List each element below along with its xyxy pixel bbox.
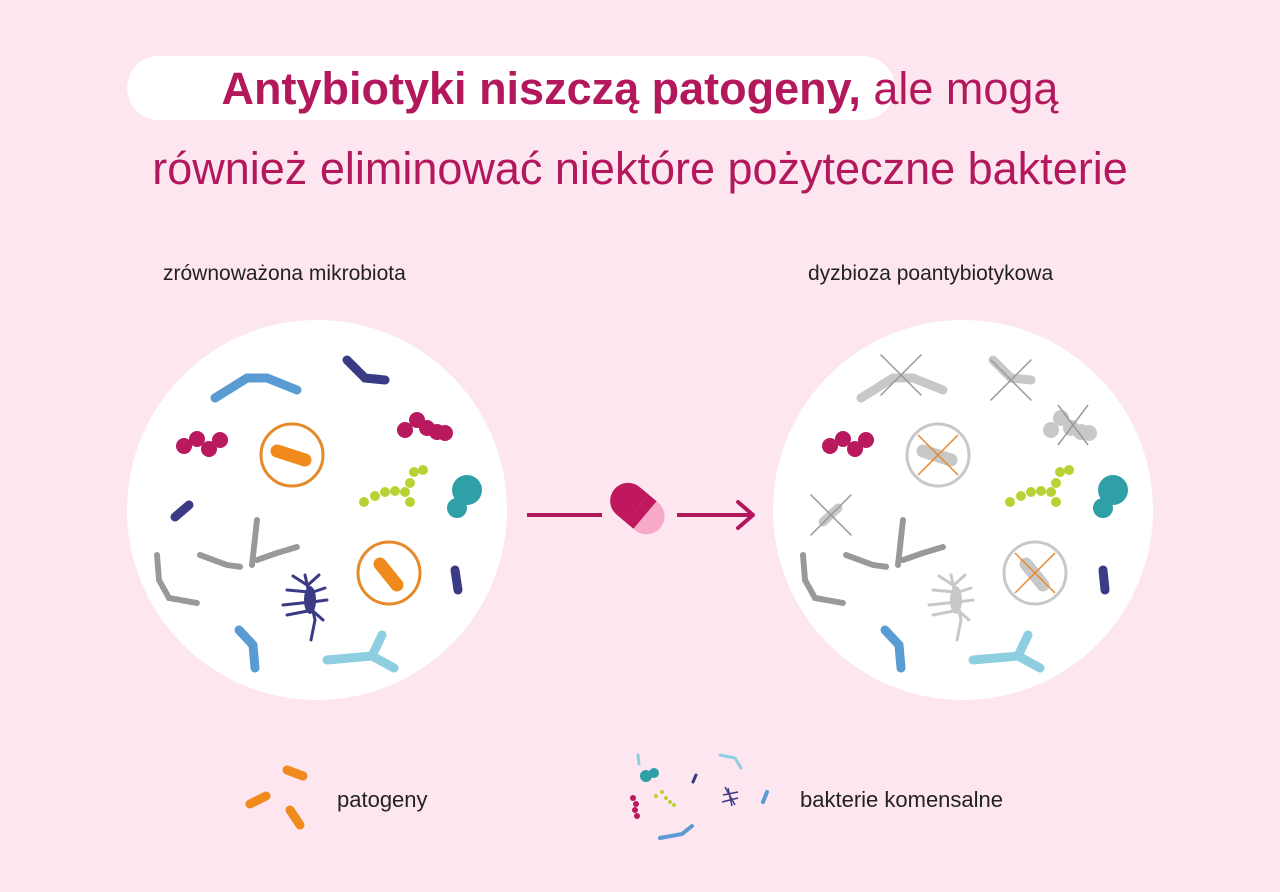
bacillus-chain-icon bbox=[210, 373, 302, 403]
panel-label-balanced: zrównoważona mikrobiota bbox=[163, 262, 406, 285]
bacillus-short-icon bbox=[170, 500, 194, 522]
streptobacillus-outline-icon bbox=[800, 552, 846, 606]
streptococci-chain-icon bbox=[359, 465, 428, 507]
bacillus-bent-icon bbox=[342, 355, 390, 385]
balanced-microbiota-circle bbox=[127, 320, 507, 700]
y-shaped-bacteria-icon bbox=[968, 651, 1045, 673]
title-line-2: również eliminować niektóre pożyteczne b… bbox=[152, 143, 1128, 194]
yeast-icon bbox=[447, 475, 482, 518]
dead-pathogen-icon bbox=[1002, 540, 1068, 606]
microbes-illustration-right bbox=[800, 354, 1128, 673]
dead-bacteria-icon bbox=[856, 373, 948, 403]
cocci-chain-icon bbox=[822, 431, 874, 457]
pathogen-legend-icon bbox=[245, 765, 308, 830]
legend-label-pathogens: patogeny bbox=[337, 787, 428, 812]
antibiotic-arrow bbox=[527, 482, 755, 535]
antibiotic-capsule-icon bbox=[610, 482, 665, 535]
commensal-legend-icon bbox=[630, 753, 769, 840]
bacillus-bent-icon bbox=[880, 625, 906, 673]
streptobacillus-outline-icon bbox=[154, 552, 200, 606]
yeast-icon bbox=[1093, 475, 1128, 518]
dead-pathogen-icon bbox=[905, 422, 971, 488]
arrow-right-icon bbox=[736, 500, 755, 530]
title-bold-text: Antybiotyki niszczą patogeny, bbox=[221, 63, 861, 114]
bacillus-short-icon bbox=[450, 565, 463, 595]
dead-cocci-icon bbox=[1043, 410, 1097, 441]
cocci-chain-icon bbox=[176, 412, 453, 457]
bacillus-bent-icon bbox=[234, 625, 260, 673]
title-rest-text: ale mogą bbox=[860, 63, 1059, 114]
bacillus-short-icon bbox=[1098, 565, 1110, 595]
streptococci-chain-icon bbox=[1005, 465, 1074, 507]
panel-label-dysbiosis: dyzbioza poantybiotykowa bbox=[808, 262, 1054, 285]
pathogen-icon bbox=[356, 540, 422, 606]
microbes-illustration-left bbox=[154, 355, 482, 673]
title-highlight-pill bbox=[127, 56, 895, 120]
pathogen-icon bbox=[259, 422, 325, 488]
y-shaped-bacteria-icon bbox=[322, 651, 399, 673]
dead-bacteria-icon bbox=[988, 355, 1036, 385]
dysbiosis-circle bbox=[773, 320, 1153, 700]
title-line-1: Antybiotyki niszczą patogeny, ale mogą bbox=[0, 66, 1280, 111]
legend-label-commensals: bakterie komensalne bbox=[800, 787, 1004, 812]
